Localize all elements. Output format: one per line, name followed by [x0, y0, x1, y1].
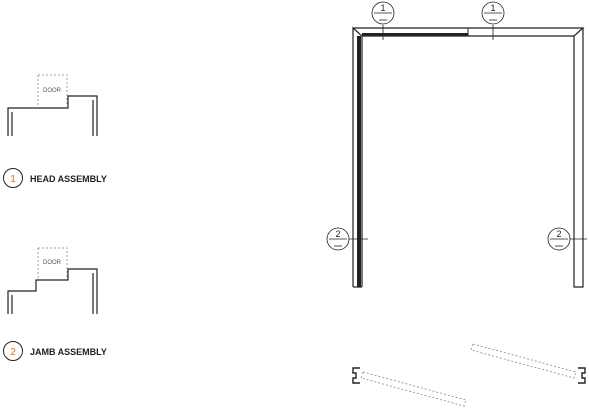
head-assembly-detail: DOOR [7, 74, 98, 136]
jamb-frame-profile [7, 268, 98, 314]
head-frame-profile [7, 95, 98, 136]
detail-number: 2 [10, 347, 16, 358]
section-marker-head-right: 1 [481, 1, 505, 40]
section-marker-number: 2 [335, 229, 340, 239]
plan-door-leaf-right [470, 343, 577, 379]
section-marker-jamb-left: 2 [326, 227, 368, 251]
jamb-door-outline [37, 247, 68, 278]
detail-number: 1 [10, 174, 16, 185]
jamb-assembly-detail: DOOR [7, 247, 98, 314]
jamb-door-label: DOOR [43, 260, 62, 266]
frame-elevation [352, 26, 585, 288]
left-jamb [352, 26, 363, 287]
section-marker-head-left: 1 [371, 1, 395, 40]
head-stop [362, 33, 468, 36]
plan-door-leaf-left [360, 371, 467, 407]
plan-left-jamb [352, 367, 360, 384]
head-door-label: DOOR [43, 88, 62, 94]
detail-number-circle [3, 168, 23, 188]
detail-number-circle [3, 341, 23, 361]
detail-title: JAMB ASSEMBLY [30, 347, 107, 357]
plan-view [352, 343, 586, 407]
section-marker-jamb-right: 2 [547, 227, 587, 251]
section-marker-number: 1 [380, 3, 385, 13]
jamb-assembly-title: 2 JAMB ASSEMBLY [3, 341, 107, 361]
head-assembly-title: 1 HEAD ASSEMBLY [3, 168, 107, 188]
plan-right-jamb [578, 367, 586, 384]
section-marker-number: 1 [490, 3, 495, 13]
head-door-outline [37, 74, 68, 105]
detail-title: HEAD ASSEMBLY [30, 174, 107, 184]
right-jamb [573, 28, 584, 288]
left-jamb-stop [357, 36, 361, 287]
section-marker-number: 2 [556, 229, 561, 239]
